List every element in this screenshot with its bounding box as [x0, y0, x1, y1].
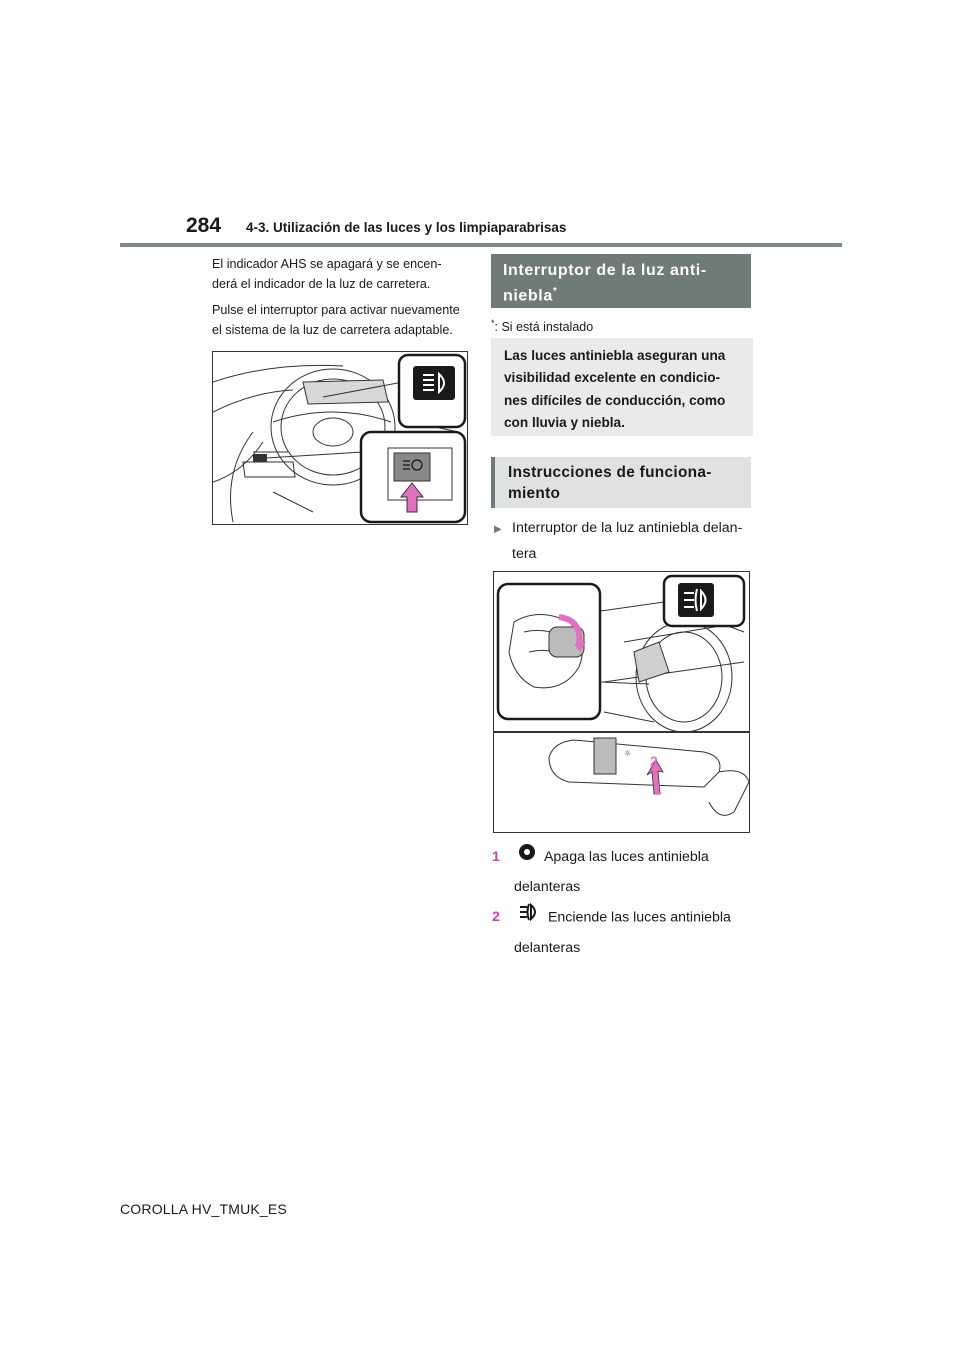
intro-line: nes difíciles de conducción, como [504, 392, 726, 408]
ahs-paragraph-line1: El indicador AHS se apagará y se encen- [212, 257, 442, 271]
fog-switch-figure: ☼ 1 2 [493, 571, 750, 833]
reactivate-paragraph-line1: Pulse el interruptor para activar nuevam… [212, 303, 460, 317]
step-number: 1 [492, 849, 500, 865]
step-1: 1 Apaga las luces antiniebla delanteras [492, 842, 754, 902]
installed-footnote: *: Si está instalado [491, 318, 593, 334]
step-2: 2 Enciende las luces antiniebla delanter… [492, 902, 754, 963]
instructions-heading-line2: miento [508, 484, 561, 502]
fog-light-heading-line1: Interruptor de la luz anti- [503, 262, 707, 279]
dashboard-illustration [212, 353, 467, 524]
fog-light-heading: Interruptor de la luz anti- niebla* [491, 254, 751, 308]
arrow-label-2: 2 [650, 753, 658, 769]
fog-light-heading-line2: niebla* [503, 286, 558, 305]
footnote-mark: * [491, 318, 495, 328]
bullet-text: Interruptor de la luz antiniebla delan- [512, 520, 743, 536]
bullet-text-cont: tera [512, 546, 537, 562]
svg-text:☼: ☼ [624, 749, 631, 758]
ahs-paragraph: El indicador AHS se apagará y se encen- … [212, 254, 467, 294]
step-text: Enciende las luces antiniebla [547, 909, 731, 926]
page-number: 284 [186, 214, 222, 237]
step-text: Apaga las luces antiniebla [543, 849, 709, 865]
fog-off-icon [518, 842, 536, 872]
step-number: 2 [492, 909, 500, 926]
footer-model: COROLLA HV_TMUK_ES [120, 1201, 287, 1217]
fog-switch-illustration: ☼ 1 2 [494, 574, 750, 816]
reactivate-paragraph: Pulse el interruptor para activar nuevam… [212, 300, 467, 340]
reactivate-paragraph-line2: el sistema de la luz de carretera adapta… [212, 323, 453, 337]
intro-line: visibilidad excelente en condicio- [504, 370, 721, 386]
ahs-paragraph-line2: derá el indicador de la luz de carretera… [212, 277, 431, 291]
bullet-triangle-icon: ▶ [494, 524, 502, 535]
header-rule [120, 243, 842, 247]
step-text-cont: delanteras [514, 940, 581, 956]
instructions-heading: Instrucciones de funciona- miento [491, 457, 751, 508]
step-text-cont: delanteras [514, 879, 581, 896]
section-title: 4-3. Utilización de las luces y los limp… [246, 220, 567, 235]
intro-line: Las luces antiniebla aseguran una [504, 348, 726, 363]
front-fog-light-icon [518, 902, 540, 933]
dashboard-ahs-figure [212, 351, 468, 525]
arrow-label-1: 1 [654, 781, 662, 797]
front-fog-switch-bullet: ▶ Interruptor de la luz antiniebla delan-… [494, 516, 754, 566]
instructions-heading-line1: Instrucciones de funciona- [508, 464, 712, 481]
footnote-text: : Si está instalado [494, 320, 594, 335]
intro-line: con lluvia y niebla. [504, 414, 625, 430]
intro-box: Las luces antiniebla aseguran una visibi… [491, 338, 753, 436]
